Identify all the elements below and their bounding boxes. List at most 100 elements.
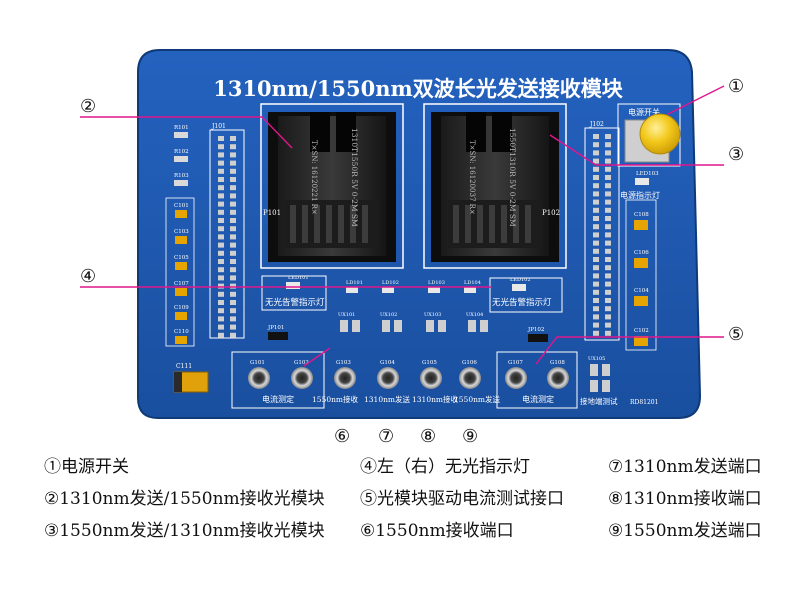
- header-pin: [218, 242, 224, 248]
- header-pin: [605, 216, 611, 221]
- right-components: C108 C106 C104 C102: [634, 212, 649, 346]
- header-pin: [230, 275, 236, 281]
- legend-item-8: ⑧1310nm接收端口: [608, 489, 762, 509]
- header-pin: [218, 234, 224, 240]
- svg-text:G103: G103: [336, 360, 351, 366]
- header-pin: [230, 177, 236, 182]
- header-pin: [218, 152, 224, 158]
- svg-text:G106: G106: [462, 360, 477, 366]
- svg-text:LD102: LD102: [382, 280, 399, 286]
- header-pin: [605, 281, 611, 287]
- svg-text:G102: G102: [294, 360, 309, 366]
- header-pin: [218, 259, 224, 264]
- header-pin: [593, 191, 599, 197]
- svg-text:LD104: LD104: [464, 280, 481, 286]
- legend-item-2: ②1310nm发送/1550nm接收光模块: [44, 489, 325, 509]
- header-pin: [605, 298, 611, 303]
- header-pin: [605, 207, 611, 213]
- svg-text:UX105: UX105: [588, 356, 605, 362]
- header-pin: [593, 175, 599, 180]
- header-pin: [218, 201, 224, 207]
- header-pin: [230, 152, 236, 158]
- callout-1: ①: [728, 76, 744, 97]
- svg-text:C108: C108: [634, 212, 649, 218]
- header-pin: [218, 291, 224, 297]
- ref-led102: LED102: [510, 277, 531, 283]
- header-pin: [218, 177, 224, 182]
- svg-text:UX102: UX102: [380, 312, 397, 318]
- header-pin: [605, 322, 611, 328]
- header-pin: [218, 316, 224, 322]
- header-pin: [230, 234, 236, 240]
- header-pin: [593, 158, 599, 164]
- header-pin: [218, 185, 224, 191]
- module-right-spec: 1550T1310R 5V 0-2M SM: [508, 128, 517, 227]
- left-components: R101 R102 R103 C101 C103 C105 C107 C109 …: [165, 125, 195, 347]
- svg-text:UX103: UX103: [424, 312, 441, 318]
- jumper-jp101: [268, 332, 288, 340]
- header-pin: [605, 199, 611, 205]
- header-pin: [593, 314, 599, 320]
- header-pin: [230, 259, 236, 264]
- alarm-box-right: [489, 277, 563, 313]
- svg-text:G108: G108: [550, 360, 565, 366]
- header-pin: [230, 218, 236, 223]
- header-pin: [218, 267, 224, 273]
- header-pin: [218, 193, 224, 199]
- header-pin: [605, 257, 611, 262]
- ref-c111: C111: [176, 363, 192, 370]
- header-pin: [605, 273, 611, 279]
- legend-item-6: ⑥1550nm接收端口: [360, 521, 514, 541]
- current-test-left-frame: [231, 351, 325, 409]
- legend-item-4: ④左（右）无光指示灯: [360, 457, 530, 477]
- header-pin: [605, 232, 611, 238]
- jacks: G101 G102 G103 G104 G105 G106 G107 G108: [248, 360, 569, 389]
- port-label-1310tx: 1310nm发送: [364, 394, 411, 404]
- header-pin: [230, 242, 236, 248]
- svg-text:R103: R103: [174, 173, 189, 179]
- header-pin: [218, 250, 224, 256]
- power-switch-label: 电源开关: [628, 107, 660, 117]
- header-pin: [218, 218, 224, 223]
- port-label-1550rx: 1550nm接收: [312, 394, 359, 404]
- svg-text:G104: G104: [380, 360, 395, 366]
- header-pin: [593, 322, 599, 328]
- header-pin: [218, 300, 224, 305]
- legend-item-7: ⑦1310nm发送端口: [608, 457, 762, 477]
- header-pin: [605, 183, 611, 189]
- header-pin: [593, 273, 599, 279]
- callout-3: ③: [728, 144, 744, 165]
- ref-led103: LED103: [636, 171, 659, 177]
- header-pin: [605, 314, 611, 320]
- header-pin: [605, 166, 611, 172]
- header-pin: [230, 291, 236, 297]
- svg-text:R101: R101: [174, 125, 189, 131]
- header-pin: [593, 142, 599, 148]
- header-pin: [218, 283, 224, 289]
- header-pin: [605, 306, 611, 312]
- header-pin: [605, 265, 611, 271]
- module-left-spec: 1310T1550R 5V 0-2M SM: [350, 128, 359, 227]
- header-pin: [230, 226, 236, 232]
- svg-text:C109: C109: [174, 305, 189, 311]
- svg-text:C106: C106: [634, 250, 649, 256]
- header-pin: [593, 330, 599, 336]
- header-pin: [593, 166, 599, 172]
- current-test-right-label: 电流测定: [522, 394, 554, 404]
- alarm-box-left: [261, 275, 327, 311]
- header-pin: [605, 158, 611, 164]
- alarm-label-right: 无光告警指示灯: [492, 297, 552, 308]
- header-pin: [230, 332, 236, 338]
- callout-7: ⑦: [378, 426, 394, 447]
- header-pin: [218, 168, 224, 174]
- svg-text:C101: C101: [174, 203, 189, 209]
- svg-text:R102: R102: [174, 149, 189, 155]
- callout-5: ⑤: [728, 324, 744, 345]
- header-pin: [593, 289, 599, 295]
- svg-text:C104: C104: [634, 288, 649, 294]
- header-pin: [230, 201, 236, 207]
- header-pin: [230, 324, 236, 330]
- callout-8: ⑧: [420, 426, 436, 447]
- header-j102: [584, 127, 620, 341]
- header-pin: [230, 209, 236, 215]
